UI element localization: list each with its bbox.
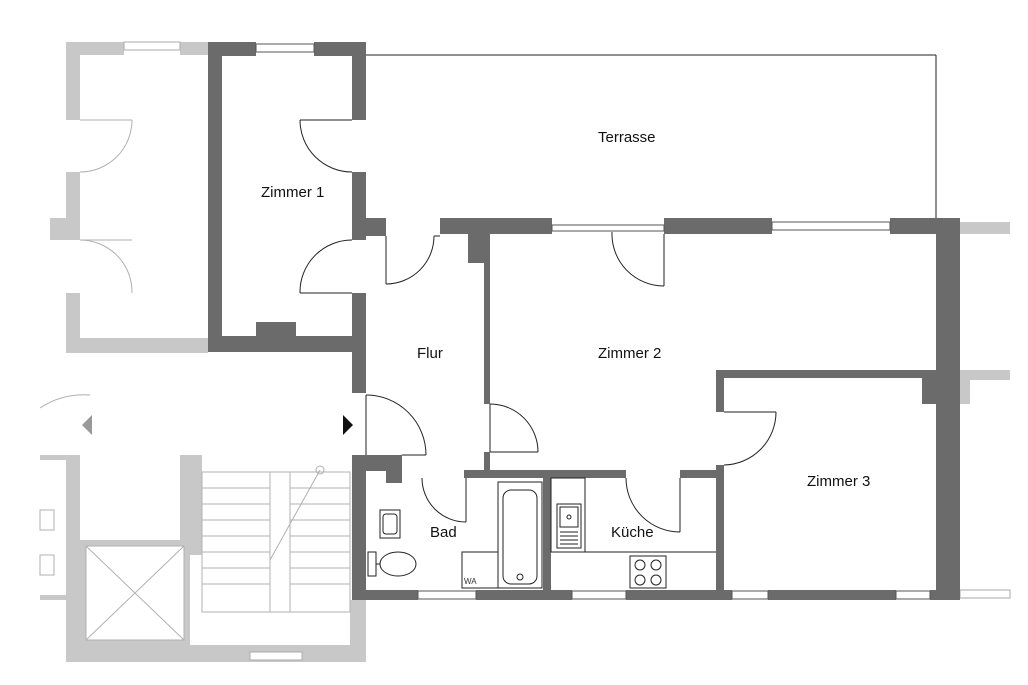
room-label-terrasse: Terrasse — [598, 129, 656, 146]
staircase — [201, 465, 351, 613]
room-label-zimmer-2: Zimmer 2 — [598, 345, 661, 362]
room-label-bad: Bad — [430, 524, 457, 541]
apartment-walls — [208, 42, 960, 600]
stove — [629, 555, 667, 589]
windows — [255, 43, 931, 600]
terrace-outline — [366, 54, 937, 222]
room-label-kueche: Küche — [611, 524, 654, 541]
bathroom-fixtures: WA — [367, 481, 543, 589]
neighbor-doors — [39, 119, 133, 409]
neighbor-walls — [40, 42, 1010, 662]
room-label-flur: Flur — [417, 345, 443, 362]
room-label-zimmer-1: Zimmer 1 — [261, 184, 324, 201]
bathroom-sink — [379, 509, 401, 539]
bathtub — [497, 481, 543, 589]
washing-machine — [461, 551, 499, 589]
toilet — [367, 551, 417, 577]
arrow-right-icon — [343, 415, 353, 435]
room-label-zimmer-3: Zimmer 3 — [807, 473, 870, 490]
kitchen-sink — [556, 503, 582, 549]
arrow-left-icon — [82, 415, 92, 435]
neighbor-fixtures — [39, 509, 55, 576]
doors — [299, 119, 777, 533]
kitchen-fixtures — [550, 477, 716, 589]
elevator-shaft — [80, 540, 190, 646]
washing-machine-label: WA — [464, 577, 477, 586]
